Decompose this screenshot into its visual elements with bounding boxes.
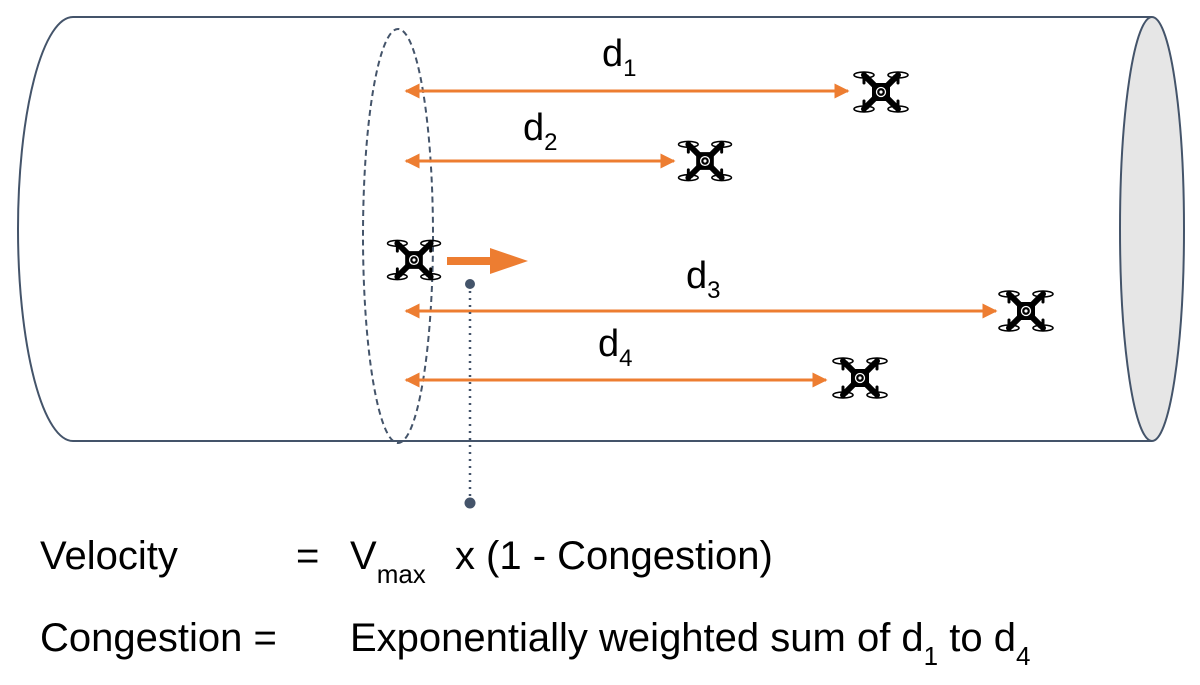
label-d2: d2 xyxy=(523,107,558,156)
congestion-rhs: Exponentially weighted sum of d xyxy=(350,616,924,660)
leader-dot-bottom xyxy=(464,497,476,509)
velocity-label: Velocity xyxy=(40,534,178,578)
label-d4: d4 xyxy=(598,323,633,372)
congestion-sub-from: 1 xyxy=(923,641,939,671)
vmax-symbol: V xyxy=(350,534,377,578)
drone-icon xyxy=(999,291,1053,331)
drone-icon xyxy=(833,358,887,398)
tube-outline xyxy=(17,16,1152,442)
congestion-sub-to: 4 xyxy=(1015,641,1031,671)
label-d3: d3 xyxy=(686,255,721,304)
cross-section-ring xyxy=(362,28,434,444)
drone-icon xyxy=(854,72,908,112)
vmax-subscript: max xyxy=(376,559,426,589)
drone-icon xyxy=(679,141,732,180)
tube-end-cap xyxy=(1119,16,1185,442)
direction-arrow-icon xyxy=(447,248,528,274)
congestion-label: Congestion = xyxy=(40,616,277,660)
congestion-to: to d xyxy=(949,616,1016,660)
leader-dot-top xyxy=(465,279,475,289)
velocity-formula: Vmax x (1 - Congestion) xyxy=(350,534,773,587)
congestion-formula: Exponentially weighted sum of d1 to d4 xyxy=(350,616,1030,669)
velocity-equals: = xyxy=(296,534,320,578)
label-d1: d1 xyxy=(602,33,637,82)
velocity-rhs: x (1 - Congestion) xyxy=(454,534,773,578)
